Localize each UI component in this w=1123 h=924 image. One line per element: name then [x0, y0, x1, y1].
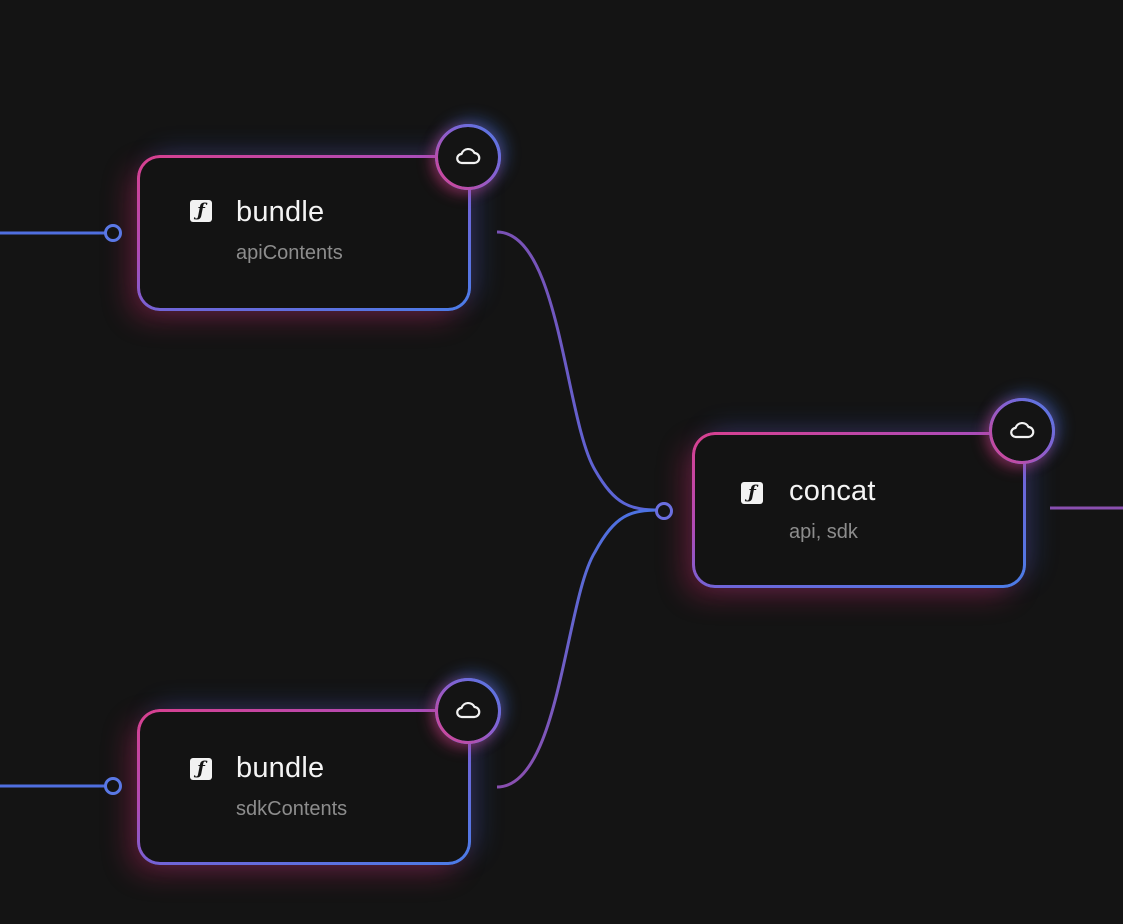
cloud-badge-bundle-api[interactable]: [435, 124, 501, 190]
edge-bundle-api-to-concat[interactable]: [496, 230, 661, 512]
node-subtitle: api, sdk: [789, 521, 858, 543]
node-title: bundle: [236, 196, 325, 228]
node-subtitle: apiContents: [236, 242, 343, 264]
node-concat[interactable]: ƒ concat api, sdk: [695, 435, 1023, 585]
cloud-icon: [1010, 421, 1035, 439]
cloud-icon: [456, 701, 481, 719]
function-icon: ƒ: [741, 482, 763, 504]
input-port-bundle-sdk[interactable]: [104, 777, 122, 795]
node-bundle-sdk[interactable]: ƒ bundle sdkContents: [140, 712, 468, 862]
node-subtitle: sdkContents: [236, 798, 348, 820]
node-bundle-api[interactable]: ƒ bundle apiContents: [140, 158, 468, 308]
node-title: concat: [789, 475, 876, 507]
function-icon: ƒ: [190, 200, 212, 222]
function-icon: ƒ: [190, 758, 212, 780]
node-title: bundle: [236, 752, 325, 784]
cloud-badge-concat[interactable]: [989, 398, 1055, 464]
cloud-badge-bundle-sdk[interactable]: [435, 678, 501, 744]
edge-bundle-sdk-to-concat[interactable]: [496, 508, 661, 789]
cloud-icon: [456, 147, 481, 165]
input-port-concat[interactable]: [655, 502, 673, 520]
input-port-bundle-api[interactable]: [104, 224, 122, 242]
